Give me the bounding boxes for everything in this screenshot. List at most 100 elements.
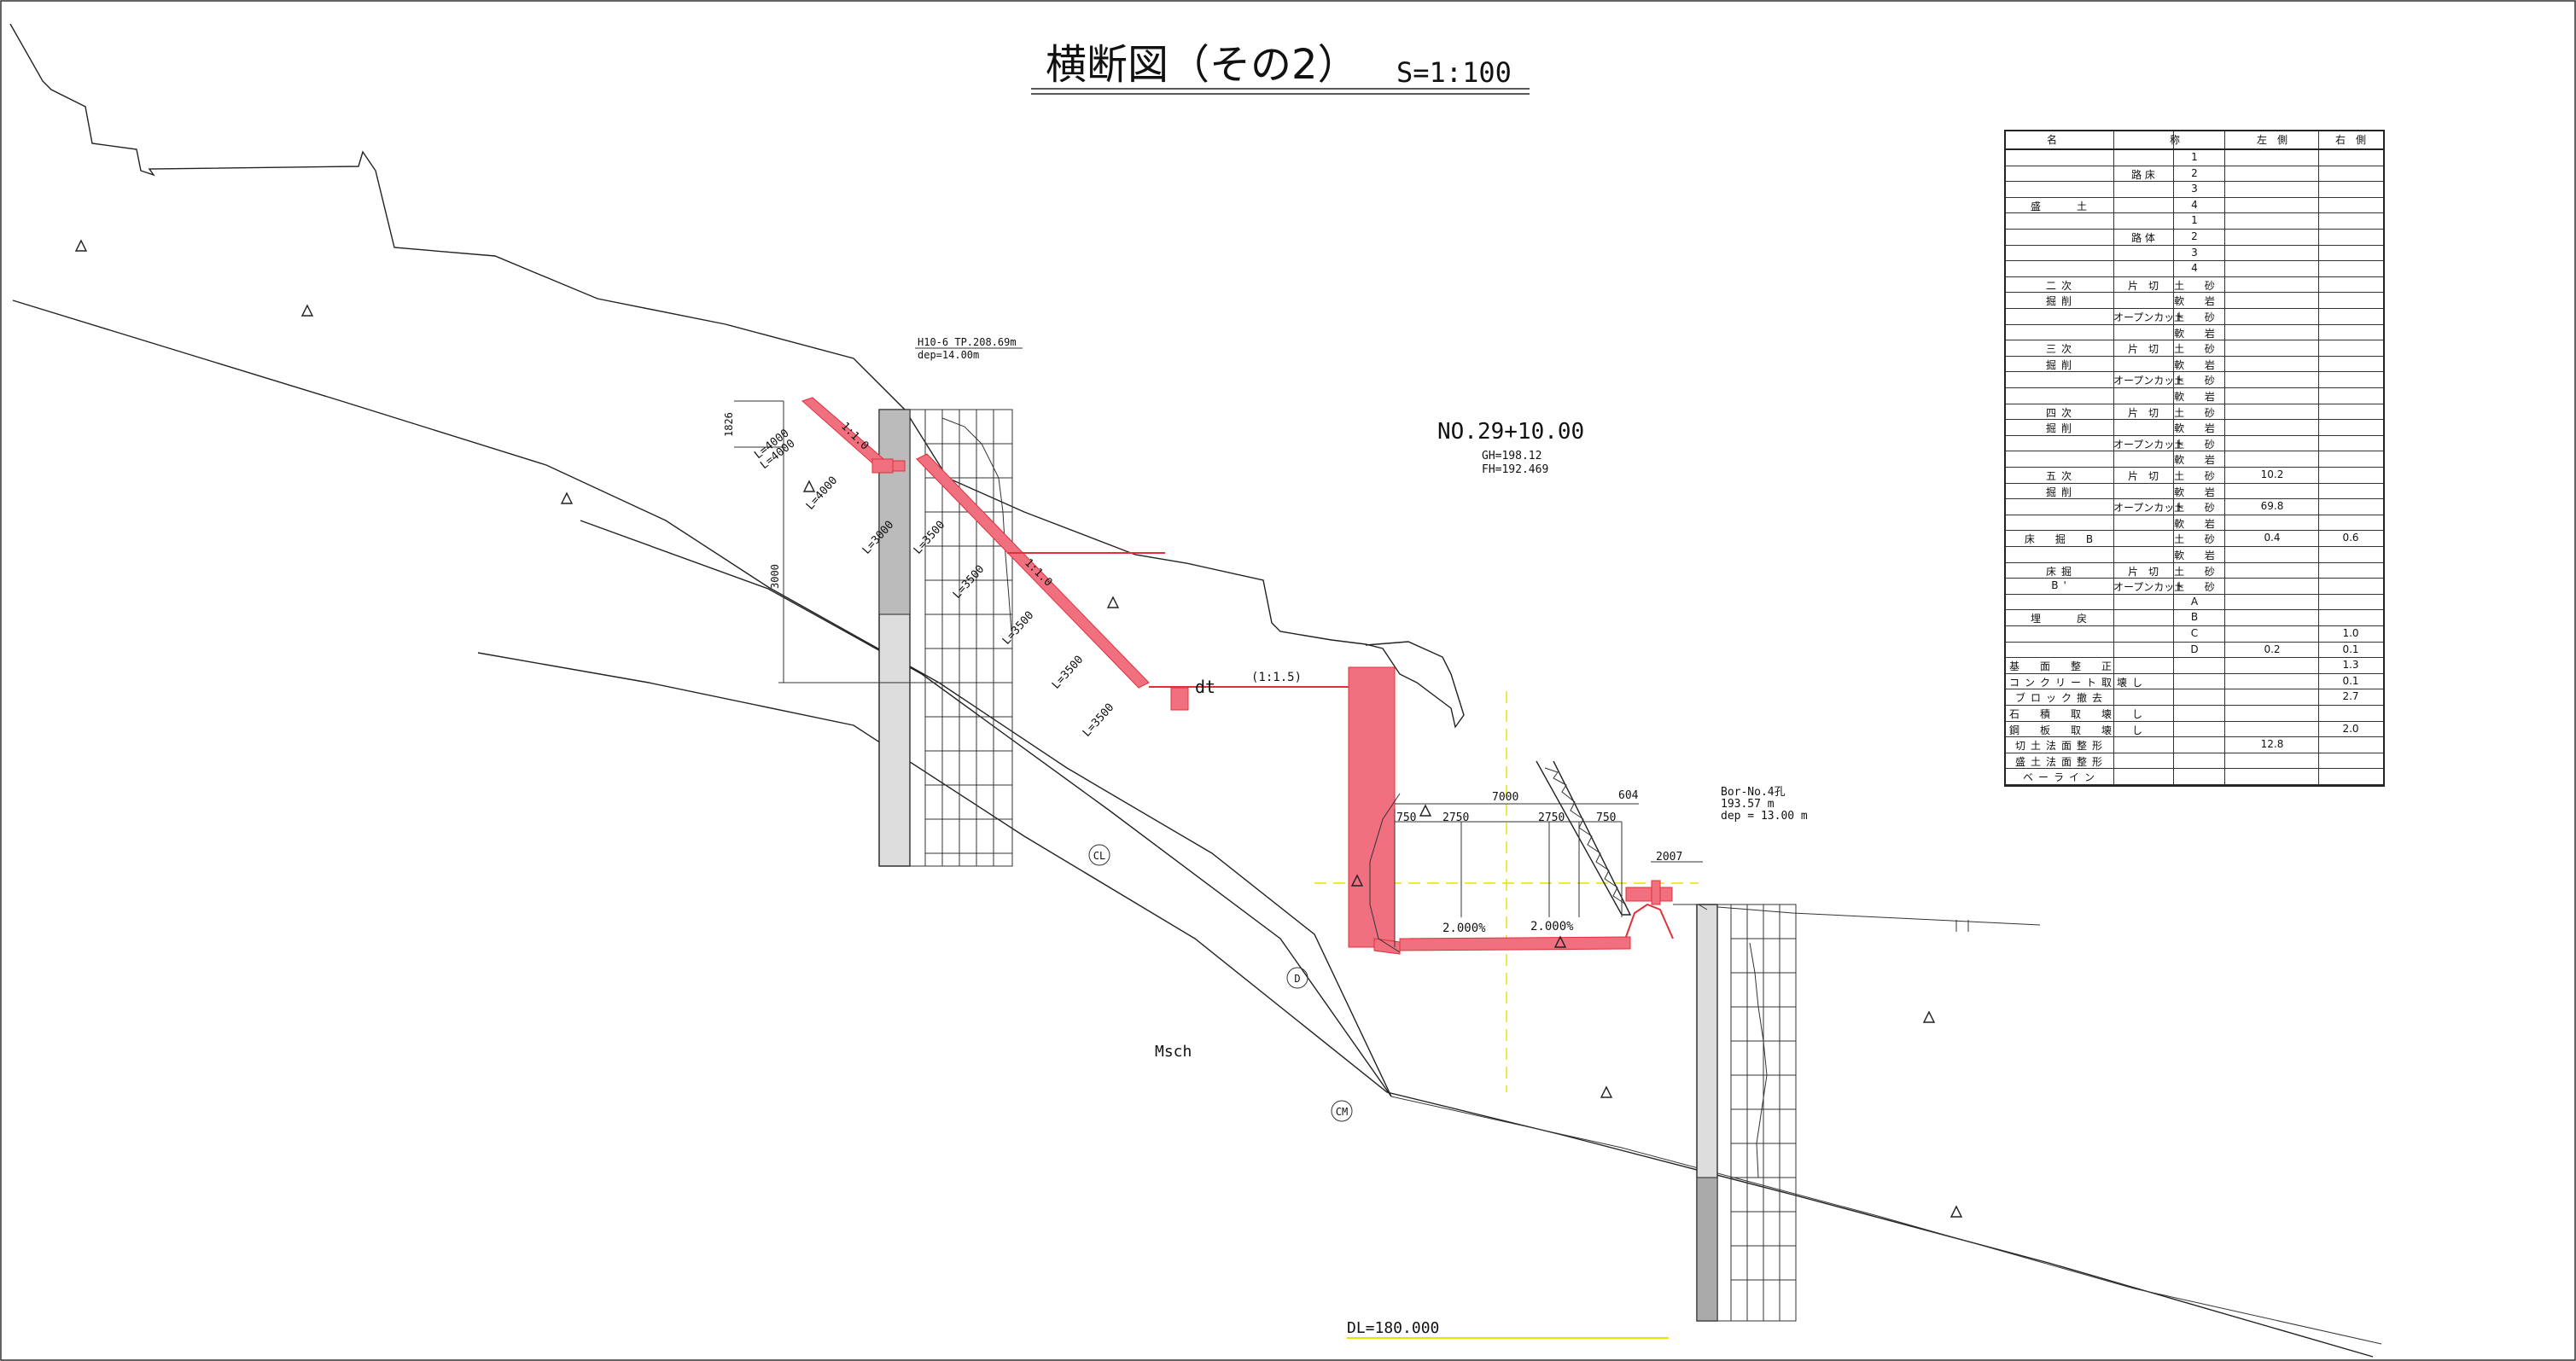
row-kind: 3 (2191, 246, 2206, 259)
dim-2007: 2007 (1656, 851, 1682, 864)
table-row: 盛土法面整形 (2006, 753, 2383, 770)
borehole-log-bor-4: Bor-No.4孔 193.57 m dep = 13.00 m (1696, 786, 1808, 1322)
table-row: 軟 岩 (2006, 515, 2383, 532)
row-kind: 4 (2191, 198, 2206, 211)
boundary-line-cm (580, 520, 1392, 1097)
row-kind: 土 砂 (2174, 581, 2223, 594)
borehole-log-h10-6: H10-6 TP.208.69m dep=14.00m (878, 336, 1023, 867)
table-row: 掘削軟 岩 (2006, 357, 2383, 373)
table-row: ベーライン (2006, 769, 2383, 785)
table-row: オープンカット土 砂 (2006, 436, 2383, 452)
row-sub: オープンカット (2113, 311, 2185, 323)
geo-circle-cl (1088, 844, 1110, 866)
grade-right: 2.000% (1530, 920, 1574, 934)
table-row: D 0.2 0.1 (2006, 643, 2383, 659)
table-row: 盛 土 4 (2006, 198, 2383, 214)
row-name: 埋 戻 (2030, 613, 2092, 625)
row-sub: 路 床 (2131, 168, 2155, 181)
table-row: 3 (2006, 246, 2383, 262)
row-kind: 1 (2191, 151, 2206, 163)
row-right-value: 0.1 (2342, 643, 2359, 655)
geo-circle-d (1286, 967, 1308, 989)
retaining-wall-stairs (1536, 760, 1632, 916)
slope-protection-red (801, 397, 1708, 955)
table-row: 4 (2006, 261, 2383, 277)
table-row: 軟 岩 (2006, 388, 2383, 404)
borehole-2-name: Bor-No.4孔 (1721, 786, 1786, 799)
table-row: 軟 岩 (2006, 451, 2383, 468)
borehole-2-depth: dep = 13.00 m (1721, 810, 1808, 823)
borehole-1-depth: dep=14.00m (918, 349, 979, 361)
row-left-value: 12.8 (2260, 738, 2284, 751)
ground-surface-line-2 (1365, 641, 1452, 675)
table-row: 石 積 取 壊 し (2006, 706, 2383, 722)
row-kind: 軟 岩 (2174, 295, 2223, 308)
header-name: 名 称 (2046, 134, 2185, 146)
row-kind: 土 砂 (2174, 375, 2223, 387)
row-kind: 土 砂 (2174, 311, 2223, 323)
row-right-value: 2.0 (2342, 722, 2359, 735)
table-row: 掘削軟 岩 (2006, 293, 2383, 309)
row-kind: 2 (2191, 166, 2206, 179)
geo-label-cl: CL (1093, 850, 1105, 862)
row-kind: 1 (2191, 214, 2206, 227)
dim-2750-a: 2750 (1442, 811, 1469, 824)
row-right-value: 2.7 (2342, 690, 2359, 703)
table-divider (2224, 131, 2225, 785)
wall-hatch (1544, 767, 1627, 905)
row-kind: C (2190, 627, 2207, 639)
row-kind: 土 砂 (2174, 343, 2223, 356)
drawing-title: 横断図（その2） (1046, 41, 1359, 89)
row-right-value: 0.6 (2342, 532, 2359, 544)
label-dt: dt (1195, 677, 1215, 697)
station-gh: GH=198.12 (1482, 450, 1542, 462)
row-name: 掘削 (2045, 358, 2077, 371)
row-name: 四次 (2045, 406, 2077, 419)
row-name: ブロック撤去 (2014, 692, 2107, 705)
row-left-value: 0.2 (2264, 643, 2281, 655)
boundary-line-d (477, 652, 2374, 1358)
table-row: 3 (2006, 182, 2383, 198)
slope-ratio-15: (1:1.5) (1251, 671, 1302, 684)
row-name: コンクリート取壊し (2009, 676, 2148, 689)
row-name: B' (2051, 579, 2072, 592)
header-right: 右 側 (2334, 134, 2366, 146)
row-kind: A (2190, 595, 2207, 608)
row-name: 石 積 取 壊 し (2009, 708, 2148, 720)
datum-label: DL=180.000 (1347, 1319, 1439, 1337)
table-row: 軟 岩 (2006, 547, 2383, 563)
row-kind: B (2190, 611, 2207, 624)
row-kind: 土 砂 (2174, 470, 2223, 482)
table-row: 二次片 切土 砂 (2006, 277, 2383, 294)
dim-2750-b: 2750 (1538, 811, 1565, 824)
dim-3000: 3000 (769, 564, 781, 589)
row-left-value: 0.4 (2264, 532, 2281, 544)
row-sub: 片 切 (2127, 343, 2159, 356)
borehole-2-elev: 193.57 m (1721, 798, 1775, 811)
row-left-value: 69.8 (2260, 500, 2284, 513)
row-name: ベーライン (2022, 771, 2100, 784)
table-row: 軟 岩 (2006, 325, 2383, 341)
grade-left: 2.000% (1442, 922, 1486, 935)
row-kind: D (2190, 643, 2207, 655)
row-left-value: 10.2 (2260, 468, 2284, 480)
table-divider (2173, 131, 2174, 785)
row-kind: 軟 岩 (2174, 517, 2223, 530)
row-sub: オープンカット (2113, 375, 2185, 387)
station-number: NO.29+10.00 (1437, 419, 1584, 445)
row-name: 盛 土 (2030, 200, 2092, 212)
boundary-line-cl (12, 300, 1392, 1097)
row-kind: 軟 岩 (2174, 454, 2223, 467)
excavation-curve (1369, 793, 1401, 953)
row-kind: 土 砂 (2174, 406, 2223, 419)
table-row: オープンカット土 砂 (2006, 309, 2383, 325)
row-kind: 土 砂 (2174, 533, 2223, 546)
geo-label-cm: CM (1336, 1106, 1348, 1118)
row-kind: 軟 岩 (2174, 391, 2223, 403)
